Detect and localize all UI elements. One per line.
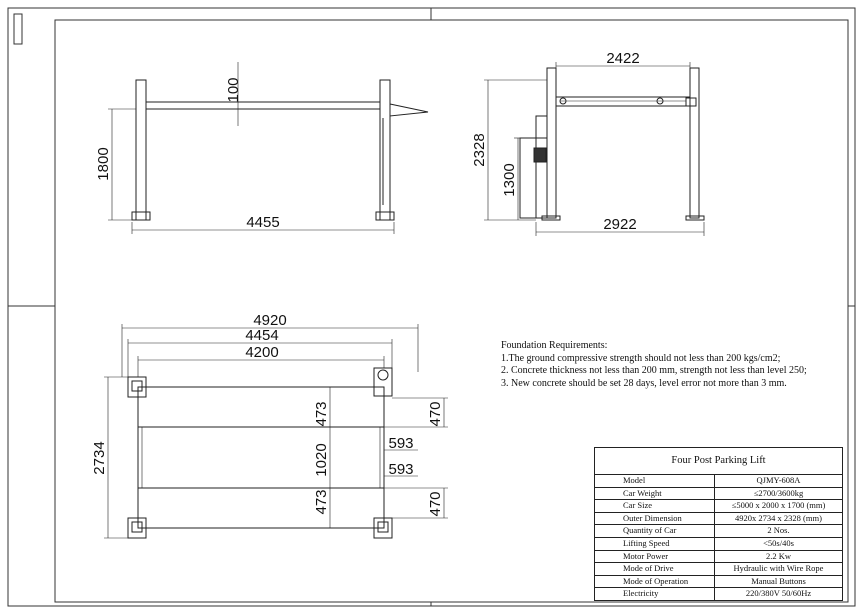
spec-row: Mode of Drive Hydraulic with Wire Rope [595,563,842,576]
spec-label: Mode of Drive [595,563,715,575]
dim-plan-runway-top: 473 [313,401,330,426]
drawing-frame [7,7,856,607]
front-right-post [379,79,391,221]
front-ramp [389,103,429,117]
spec-row: Motor Power 2.2 Kw [595,550,842,564]
dim-lift-height: 1800 [95,147,112,180]
spec-row: Mode of Operation Manual Buttons [595,575,842,589]
spec-value: QJMY-608A [756,475,801,485]
spec-label: Electricity [595,588,715,600]
spec-label: Car Weight [595,487,715,500]
spec-value: 4920x 2734 x 2328 (mm) [735,512,822,523]
spec-label: Lifting Speed [595,537,715,550]
spec-value: Hydraulic with Wire Rope [733,563,824,574]
spec-row: Outer Dimension 4920x 2734 x 2328 (mm) [595,512,842,526]
spec-row: Electricity 220/380V 50/60Hz [595,588,842,600]
dim-plan-right-bottom: 470 [427,491,444,516]
dim-side-inner-width: 2422 [606,50,639,67]
spec-label: Motor Power [595,550,715,563]
foundation-line-2: 2. Concrete thickness not less than 200 … [501,365,807,376]
dim-plan-inner-length: 4200 [245,344,278,361]
spec-value: ≤5000 x 2000 x 1700 (mm) [731,500,826,511]
dim-side-width: 2922 [603,216,636,233]
spec-label: Model [595,475,715,487]
spec-value: 2.2 Kw [765,550,792,561]
plan-post-tl [127,376,147,398]
spec-label: Mode of Operation [595,575,715,588]
spec-row: Lifting Speed <50s/40s [595,537,842,551]
plan-view [104,324,448,539]
side-crossbeam [555,96,691,107]
spec-row: Car Weight ≤2700/3600kg [595,487,842,501]
power-unit [535,115,548,219]
foundation-title: Foundation Requirements: [501,340,608,351]
foundation-line-1: 1.The ground compressive strength should… [501,352,781,364]
spec-label: Quantity of Car [595,525,715,537]
spec-row: Model QJMY-608A [595,475,842,488]
dim-plan-outer-length: 4920 [253,312,286,329]
foundation-notes: Foundation Requirements: 1.The ground co… [501,340,807,390]
side-left-post [546,67,557,219]
spec-row: Quantity of Car 2 Nos. [595,525,842,538]
plan-runway-top [137,386,385,428]
foundation-line-3: 3. New concrete should be set 28 days, l… [501,377,787,389]
front-left-post [135,79,147,221]
front-beam [145,101,381,110]
dim-side-height: 2328 [471,133,488,166]
spec-value: ≤2700/3600kg [753,487,804,498]
plan-runway-bottom [137,487,385,529]
spec-value: 220/380V 50/60Hz [745,588,812,599]
side-right-post [689,67,700,219]
dim-plan-runway-bottom: 473 [313,489,330,514]
spec-table-title: Four Post Parking Lift [595,448,842,475]
dim-plan-inset-bottom: 593 [388,461,413,478]
dim-plan-gap: 1020 [313,443,330,476]
dim-plan-inset-top: 593 [388,435,413,452]
spec-value: Manual Buttons [751,575,806,586]
dim-power-unit-height: 1300 [501,163,518,196]
dim-front-length: 4455 [246,214,279,231]
dim-beam-height: 100 [225,77,242,102]
front-view [108,62,429,234]
dim-plan-overall-width: 2734 [91,441,108,474]
dim-plan-right-top: 470 [427,401,444,426]
spec-label: Outer Dimension [595,512,715,525]
spec-value: 2 Nos. [767,525,790,536]
spec-row: Car Size ≤5000 x 2000 x 1700 (mm) [595,500,842,513]
plan-post-tr [373,367,393,397]
side-view [484,62,705,236]
plan-post-bl [127,517,147,539]
spec-table: Four Post Parking Lift Model QJMY-608A Ca… [594,447,843,601]
spec-label: Car Size [595,500,715,512]
spec-value: <50s/40s [763,537,794,548]
dim-plan-post-length: 4454 [245,327,278,344]
